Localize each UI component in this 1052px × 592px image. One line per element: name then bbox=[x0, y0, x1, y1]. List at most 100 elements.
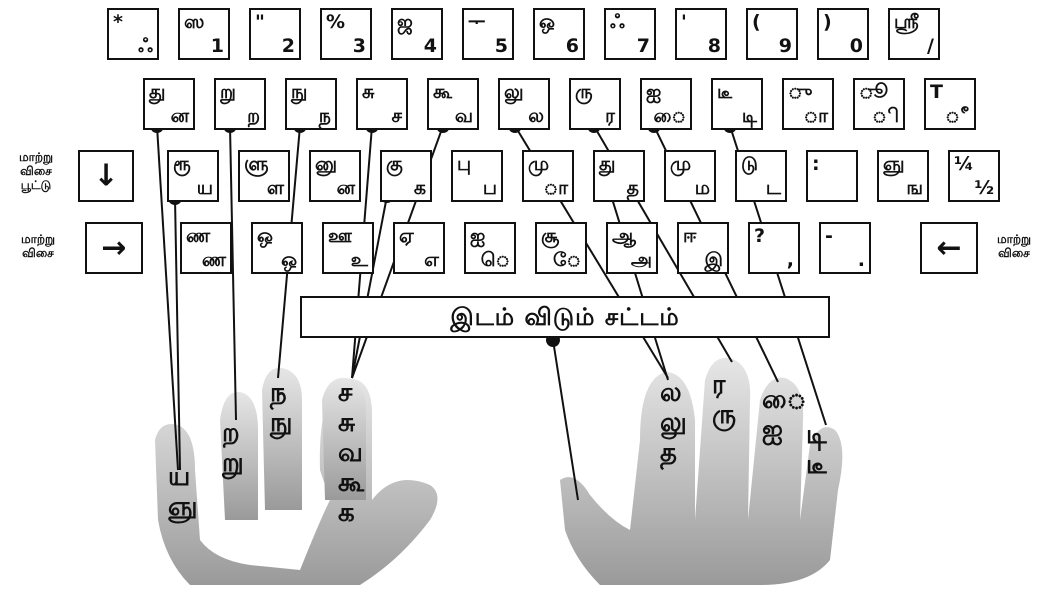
right-finger-4-char: டீ bbox=[806, 450, 827, 480]
key-lower-char: 1 bbox=[211, 35, 224, 57]
key-upper-char: ளு bbox=[244, 153, 269, 175]
row3-key[interactable]: துத bbox=[593, 150, 645, 202]
key-upper-char: ᅮ bbox=[468, 11, 485, 33]
key-lower-char: ி bbox=[872, 105, 899, 127]
key-upper-char: பு bbox=[457, 153, 471, 175]
key-upper-char: மு bbox=[670, 153, 691, 175]
key-lower-char: ம bbox=[695, 177, 710, 199]
row2-key[interactable]: டீடி bbox=[711, 78, 763, 130]
key-upper-char: ஃ bbox=[610, 11, 625, 33]
row1-key[interactable]: )0 bbox=[817, 8, 869, 60]
right-finger-2-char: ர bbox=[712, 370, 725, 400]
row2-key[interactable]: லுல bbox=[498, 78, 550, 130]
row1-key[interactable]: '8 bbox=[675, 8, 727, 60]
key-lower-char: 9 bbox=[779, 35, 792, 57]
row1-key[interactable]: *ஃ bbox=[107, 8, 159, 60]
key-lower-char: ை bbox=[654, 105, 686, 127]
shift-right-key[interactable]: ← bbox=[920, 222, 978, 274]
right-finger-3-char: ை bbox=[762, 385, 806, 415]
key-lower-char: ½ bbox=[974, 177, 994, 199]
key-upper-char: மு bbox=[528, 153, 549, 175]
key-lower-char: ே bbox=[553, 249, 581, 271]
shift-left-key[interactable]: → bbox=[85, 222, 143, 274]
left-hand bbox=[155, 368, 438, 585]
key-upper-char: னு bbox=[315, 153, 337, 175]
key-upper-char: ? bbox=[754, 225, 765, 247]
key-lower-char: ீ bbox=[945, 105, 970, 127]
row2-key[interactable]: ஐை bbox=[640, 78, 692, 130]
arrow-down-icon: ↓ bbox=[80, 159, 132, 194]
key-upper-char: % bbox=[326, 11, 345, 33]
key-lower-char: ஃ bbox=[138, 35, 153, 57]
row2-key[interactable]: நுந bbox=[285, 78, 337, 130]
row2-key[interactable]: றுற bbox=[214, 78, 266, 130]
row3-key[interactable]: புப bbox=[451, 150, 503, 202]
key-upper-char: ¼ bbox=[954, 153, 974, 175]
row2-key[interactable]: ுா bbox=[782, 78, 834, 130]
row2-key[interactable]: ூி bbox=[853, 78, 905, 130]
row3-key[interactable]: ளுள bbox=[238, 150, 290, 202]
key-lower-char: 4 bbox=[424, 35, 437, 57]
row2-key[interactable]: Tீ bbox=[924, 78, 976, 130]
row3-key[interactable]: முா bbox=[522, 150, 574, 202]
row4-key[interactable]: ஐெ bbox=[464, 222, 516, 274]
row3-key[interactable]: குக bbox=[380, 150, 432, 202]
right-finger-2-char: ரு bbox=[712, 400, 736, 430]
row2-key[interactable]: துன bbox=[143, 78, 195, 130]
key-upper-char: ஞு bbox=[883, 153, 905, 175]
key-upper-char: ஊ bbox=[328, 225, 352, 247]
row2-key[interactable]: சுச bbox=[356, 78, 408, 130]
row2-key[interactable]: ருர bbox=[569, 78, 621, 130]
row3-key[interactable]: டுட bbox=[735, 150, 787, 202]
row4-key[interactable]: ?, bbox=[748, 222, 800, 274]
row3-key[interactable]: ஞுங bbox=[877, 150, 929, 202]
key-upper-char: து bbox=[149, 81, 165, 103]
row1-key[interactable]: "2 bbox=[249, 8, 301, 60]
left-finger-4-char: சு bbox=[338, 408, 355, 438]
row3-key[interactable]: மும bbox=[664, 150, 716, 202]
left-finger-1-char: ய bbox=[168, 462, 190, 492]
key-lower-char: ர bbox=[605, 105, 615, 127]
key-upper-char: சூ bbox=[541, 225, 559, 247]
left-finger-4-char: க bbox=[338, 498, 355, 528]
row1-key[interactable]: (9 bbox=[746, 8, 798, 60]
key-lower-char: 5 bbox=[495, 35, 508, 57]
key-upper-char: டு bbox=[741, 153, 758, 175]
key-lower-char: . bbox=[858, 249, 865, 271]
row1-key[interactable]: %3 bbox=[320, 8, 372, 60]
row2-key[interactable]: கூவ bbox=[427, 78, 479, 130]
row1-key[interactable]: ஸ்ரீ/ bbox=[888, 8, 940, 60]
key-upper-char: ு bbox=[788, 81, 812, 103]
key-lower-char: ச bbox=[391, 105, 402, 127]
row3-key[interactable]: னுன bbox=[309, 150, 361, 202]
arrow-right-icon: → bbox=[87, 231, 141, 266]
left-finger-4-char: ச bbox=[338, 378, 352, 408]
left-finger-4-char: கூ bbox=[338, 468, 364, 498]
key-lower-char: ற bbox=[247, 105, 260, 127]
spacebar-label: இடம் விடும் சட்டம் bbox=[300, 296, 830, 338]
key-upper-char: - bbox=[825, 225, 833, 247]
key-lower-char: 7 bbox=[637, 35, 650, 57]
key-lower-char: ல bbox=[528, 105, 544, 127]
key-upper-char: T bbox=[930, 81, 943, 103]
key-upper-char: ஆ bbox=[612, 225, 636, 247]
left-finger-4-char: வ bbox=[338, 438, 363, 468]
row3-key[interactable]: ரூய bbox=[167, 150, 219, 202]
row4-key[interactable]: -. bbox=[819, 222, 871, 274]
key-upper-char: கு bbox=[386, 153, 403, 175]
row4-key[interactable]: சூே bbox=[535, 222, 587, 274]
row3-key[interactable]: : bbox=[806, 150, 858, 202]
shift-lock-key[interactable]: ↓ bbox=[78, 150, 134, 202]
